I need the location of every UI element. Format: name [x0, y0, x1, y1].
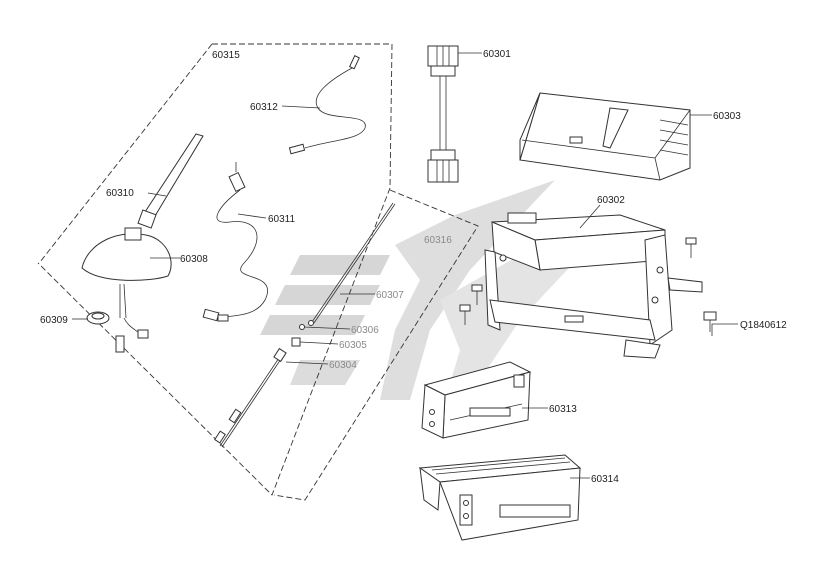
label-group-60316: 60316 — [424, 235, 452, 246]
screw[interactable] — [703, 311, 717, 332]
mast-clip[interactable] — [291, 337, 301, 347]
label-60310[interactable]: 60310 — [106, 188, 134, 199]
mounting-bracket[interactable] — [484, 212, 703, 359]
label-Q1840612[interactable]: Q1840612 — [740, 320, 787, 331]
mast-washer[interactable] — [299, 324, 305, 330]
label-60314[interactable]: 60314 — [591, 474, 619, 485]
antenna-rod[interactable] — [137, 133, 204, 229]
watermark-logo — [260, 180, 600, 400]
amplifier[interactable] — [418, 454, 582, 541]
cd-unit[interactable] — [421, 361, 532, 439]
antenna-cable[interactable] — [288, 55, 366, 155]
group-outline-60316 — [273, 189, 479, 501]
label-60309[interactable]: 60309 — [40, 315, 68, 326]
label-60311[interactable]: 60311 — [268, 214, 296, 225]
label-60308[interactable]: 60308 — [180, 254, 208, 265]
label-60312[interactable]: 60312 — [250, 102, 278, 113]
head-unit-cover[interactable] — [519, 92, 691, 181]
label-group-60315: 60315 — [212, 50, 240, 61]
antenna-base[interactable] — [81, 227, 172, 353]
mast-assembly[interactable] — [214, 347, 287, 448]
label-60307[interactable]: 60307 — [376, 290, 404, 301]
label-60301[interactable]: 60301 — [483, 49, 511, 60]
antenna-nut[interactable] — [86, 311, 110, 325]
screw-small — [459, 237, 697, 325]
group-outline-60315 — [37, 43, 393, 496]
label-60305[interactable]: 60305 — [339, 340, 367, 351]
label-60313[interactable]: 60313 — [549, 404, 577, 415]
label-60302[interactable]: 60302 — [597, 195, 625, 206]
antenna-mast[interactable] — [308, 202, 396, 326]
label-60304[interactable]: 60304 — [329, 360, 357, 371]
connector-harness[interactable] — [427, 45, 459, 183]
label-60306[interactable]: 60306 — [351, 325, 379, 336]
label-60303[interactable]: 60303 — [713, 111, 741, 122]
wiring-cable[interactable] — [202, 162, 268, 322]
leader-lines — [72, 52, 738, 479]
